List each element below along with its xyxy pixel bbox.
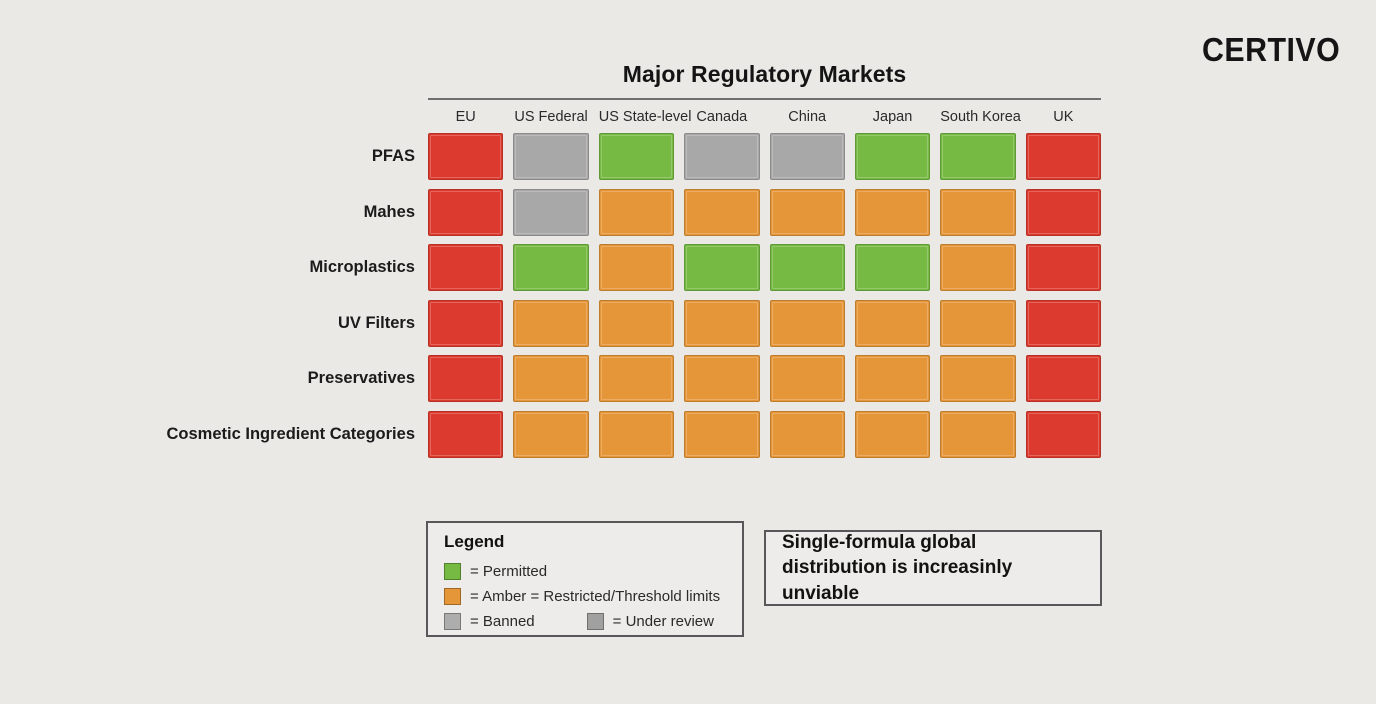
regulatory-markets-heatmap: Major Regulatory Markets EU US Federal US …: [167, 61, 1101, 458]
column-header-japan: Japan: [872, 109, 913, 126]
column-header-us-state-level: US State-level: [598, 109, 692, 126]
heatmap-row: Preservatives: [308, 355, 1101, 403]
legend-label-permitted: = Permitted: [470, 562, 548, 580]
legend-swatch-under-review: [586, 612, 604, 630]
heatmap-cell[interactable]: [428, 133, 504, 181]
heatmap-row: Microplastics: [310, 244, 1101, 292]
heatmap-cell[interactable]: [769, 133, 845, 181]
legend-label-restricted: = Amber = Restricted/Threshold limits: [470, 587, 721, 605]
legend-item-restricted: = Amber = Restricted/Threshold limits: [444, 584, 728, 609]
row-label-cosmetic-ingredient-categories: Cosmetic Ingredient Categories: [166, 424, 415, 443]
heatmap-cell[interactable]: [854, 410, 931, 458]
heatmap-cell[interactable]: [513, 410, 589, 458]
column-header-south-korea: South Korea: [940, 109, 1021, 126]
heatmap-cell[interactable]: [940, 355, 1016, 403]
legend-swatch-permitted: [444, 562, 461, 580]
heatmap-cell[interactable]: [769, 410, 845, 458]
heatmap-cell[interactable]: [854, 244, 931, 292]
column-header-china: China: [788, 109, 827, 126]
legend-item-row-banned-review: = Banned = Under review: [444, 609, 728, 634]
heatmap-cell[interactable]: [1025, 355, 1101, 403]
heatmap-cell[interactable]: [684, 299, 760, 347]
heatmap-cell[interactable]: [684, 410, 760, 458]
heatmap-cell[interactable]: [684, 133, 760, 181]
heatmap-cell[interactable]: [1025, 188, 1101, 236]
column-header-eu: EU: [455, 109, 476, 126]
column-header-us-federal: US Federal: [514, 109, 588, 126]
heatmap-cell[interactable]: [1025, 133, 1101, 181]
heatmap-cell[interactable]: [940, 410, 1016, 458]
heatmap-cell[interactable]: [1025, 244, 1101, 292]
heatmap-cell[interactable]: [1025, 299, 1101, 347]
legend-item-permitted: = Permitted: [444, 559, 728, 584]
heatmap-row: Cosmetic Ingredient Categories: [167, 410, 1101, 458]
heatmap-cell[interactable]: [684, 188, 760, 236]
heatmap-cell[interactable]: [513, 188, 589, 236]
heatmap-cell[interactable]: [854, 188, 931, 236]
heatmap-cell[interactable]: [598, 355, 675, 403]
legend-swatch-restricted: [444, 587, 461, 605]
heatmap-cell[interactable]: [684, 244, 760, 292]
heatmap-cell[interactable]: [513, 133, 589, 181]
legend-panel: Legend = Permitted = Amber = Restricted/…: [426, 521, 744, 637]
row-label-microplastics: Microplastics: [309, 258, 415, 277]
heatmap-cell[interactable]: [854, 299, 931, 347]
row-label-mahes: Mahes: [363, 202, 415, 221]
heatmap-cell[interactable]: [598, 410, 675, 458]
heatmap-cell[interactable]: [769, 244, 845, 292]
row-label-pfas: PFAS: [371, 147, 415, 166]
legend-swatch-banned: [444, 612, 461, 630]
heatmap-cell[interactable]: [769, 299, 845, 347]
heatmap-cell[interactable]: [598, 244, 675, 292]
heatmap-row: Mahes: [364, 188, 1101, 236]
legend-title: Legend: [444, 532, 505, 551]
brand-logo: CERTIVO: [1201, 31, 1340, 68]
heatmap-cell[interactable]: [769, 188, 845, 236]
heatmap-cell[interactable]: [940, 299, 1016, 347]
heatmap-cell[interactable]: [428, 244, 504, 292]
heatmap-cell[interactable]: [513, 244, 589, 292]
heatmap-cell[interactable]: [940, 188, 1016, 236]
column-header-uk: UK: [1053, 109, 1074, 126]
heatmap-cell[interactable]: [428, 410, 504, 458]
heatmap-cell[interactable]: [1025, 410, 1101, 458]
chart-title: Major Regulatory Markets: [622, 61, 907, 87]
callout-panel: Single-formula global distribution is in…: [764, 530, 1102, 606]
row-label-preservatives: Preservatives: [307, 369, 415, 388]
heatmap-cell[interactable]: [684, 355, 760, 403]
title-divider: [428, 98, 1101, 101]
heatmap-row: UV Filters: [338, 299, 1101, 347]
heatmap-cell[interactable]: [940, 244, 1016, 292]
heatmap-cell[interactable]: [854, 355, 931, 403]
callout-text: Single-formula global distribution is in…: [782, 532, 1013, 604]
heatmap-cell[interactable]: [428, 188, 504, 236]
heatmap-cell[interactable]: [598, 188, 675, 236]
heatmap-row: PFAS: [372, 133, 1101, 181]
heatmap-cell[interactable]: [513, 299, 589, 347]
legend-label-banned: = Banned: [470, 612, 535, 630]
heatmap-cell[interactable]: [428, 299, 504, 347]
heatmap-cell[interactable]: [598, 133, 675, 181]
heatmap-cell[interactable]: [598, 299, 675, 347]
heatmap-cell[interactable]: [769, 355, 845, 403]
heatmap-cell[interactable]: [428, 355, 504, 403]
legend-label-under-review: = Under review: [612, 612, 714, 630]
heatmap-cell[interactable]: [854, 133, 931, 181]
heatmap-cell[interactable]: [513, 355, 589, 403]
heatmap-cell[interactable]: [940, 133, 1016, 181]
row-label-uv-filters: UV Filters: [337, 313, 415, 332]
column-header-canada: Canada: [696, 109, 748, 126]
